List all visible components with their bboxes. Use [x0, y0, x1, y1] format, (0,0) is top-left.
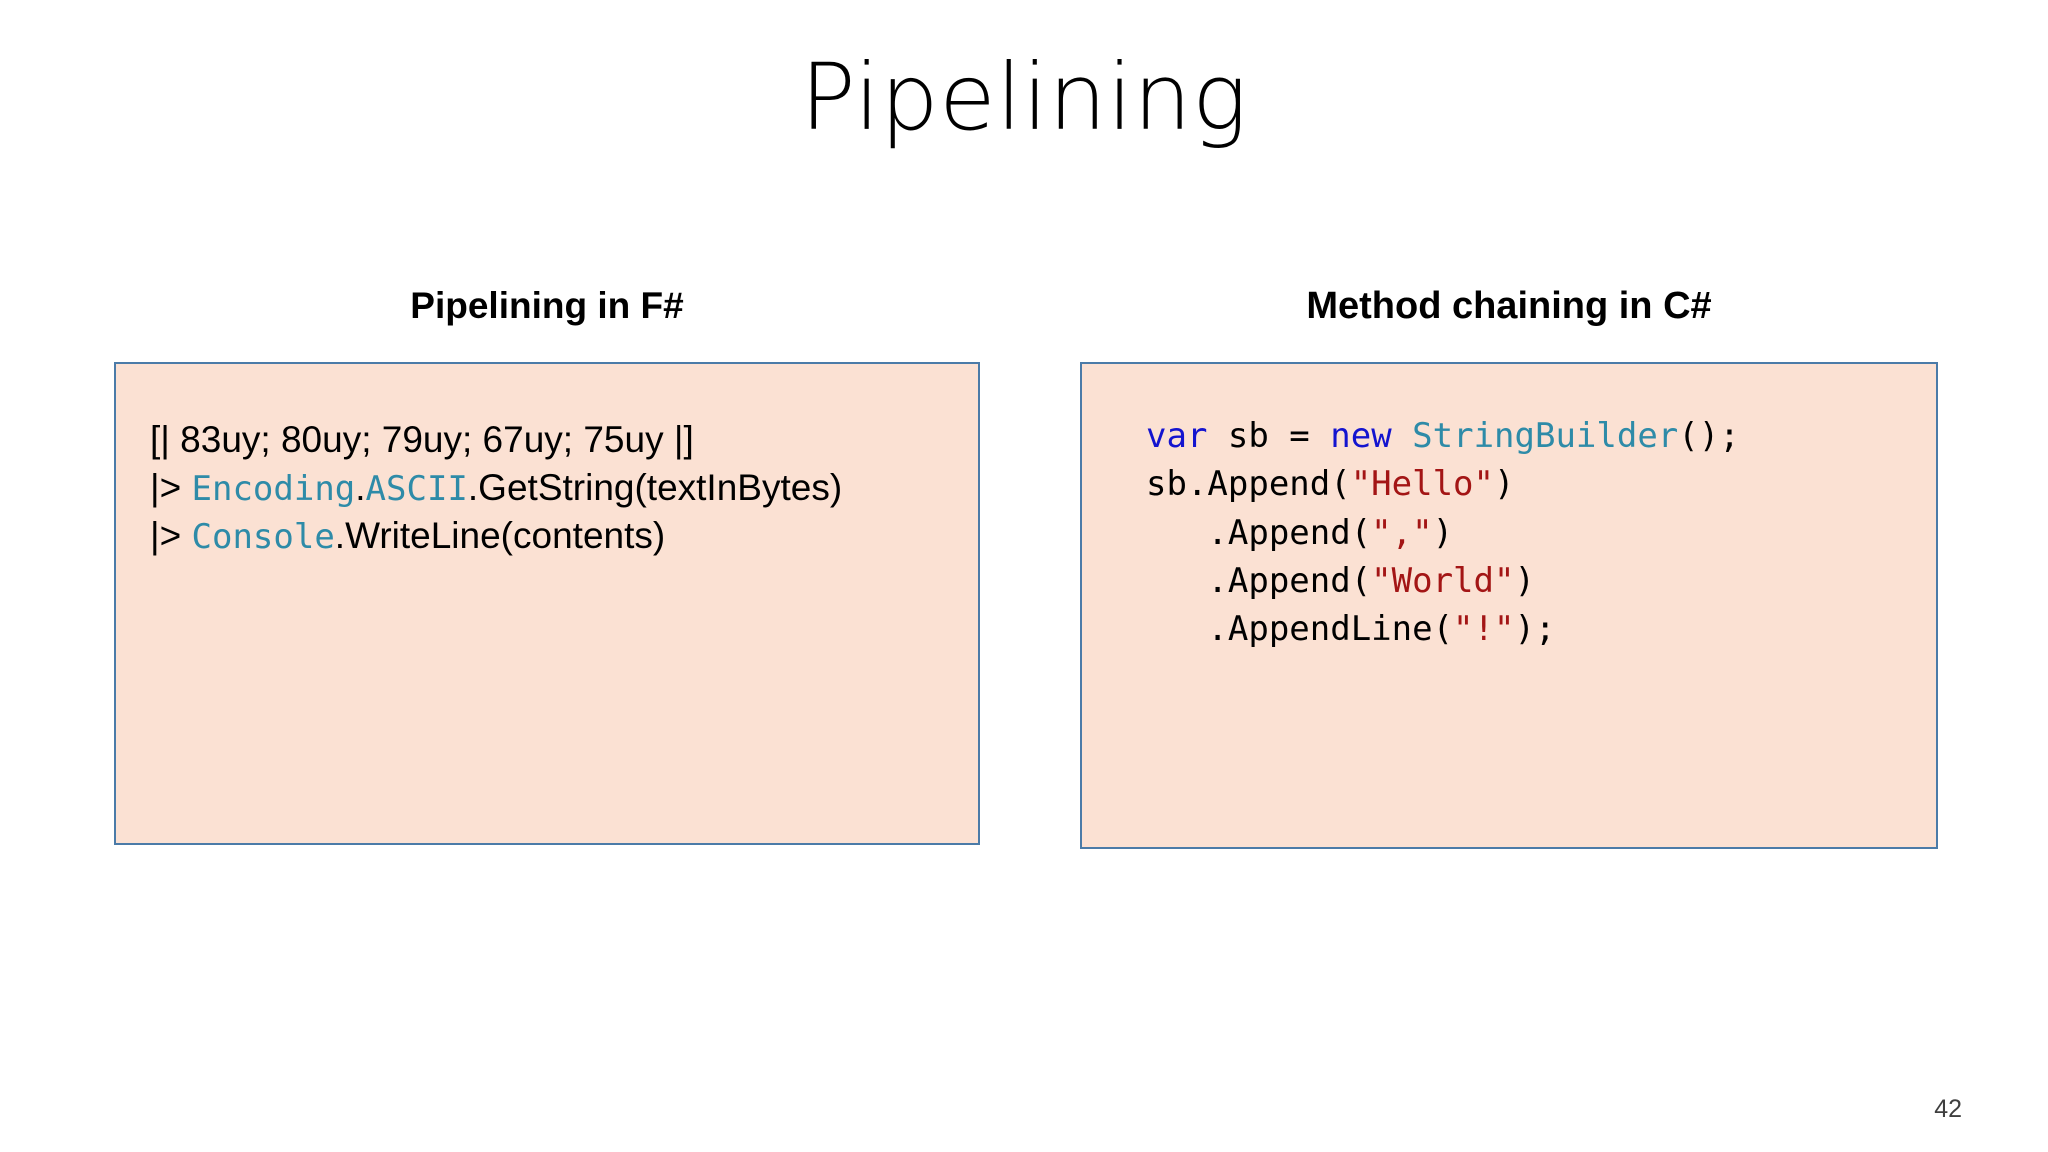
- code-token-string: "!": [1453, 609, 1515, 650]
- code-token-plain: ): [1514, 560, 1535, 601]
- code-token-plain: [1392, 416, 1412, 456]
- page-title: Pipelining: [800, 44, 1248, 151]
- code-token-plain: ): [1432, 512, 1454, 553]
- code-token-plain: sb =: [1207, 416, 1331, 456]
- code-token-plain: .Append(: [1146, 560, 1372, 601]
- code-box-csharp: var sb = new StringBuilder();sb.Append("…: [1080, 362, 1938, 849]
- code-token-plain: ();: [1678, 416, 1740, 456]
- code-token-plain: sb.Append(: [1146, 464, 1351, 505]
- code-token-plain: |>: [150, 515, 192, 557]
- code-block-fsharp: [| 83uy; 80uy; 79uy; 67uy; 75uy |]|> Enc…: [116, 364, 978, 560]
- code-token-keyword: new: [1330, 416, 1392, 456]
- code-token-type: Console: [191, 517, 335, 558]
- code-line: .AppendLine("!");: [1146, 605, 1936, 653]
- code-token-plain: ): [1494, 464, 1515, 505]
- panel-heading-csharp: Method chaining in C#: [1306, 285, 1712, 327]
- code-token-plain: .AppendLine(: [1146, 609, 1454, 650]
- code-token-string: "World": [1371, 560, 1515, 601]
- code-token-plain: .: [355, 467, 366, 509]
- code-token-type: StringBuilder: [1412, 416, 1679, 456]
- code-token-plain: [| 83uy; 80uy; 79uy; 67uy; 75uy |]: [150, 419, 694, 460]
- page-number: 42: [1934, 1095, 1962, 1123]
- panel-heading-fsharp: Pipelining in F#: [410, 285, 684, 326]
- code-token-string: ",": [1371, 512, 1433, 553]
- code-line: [| 83uy; 80uy; 79uy; 67uy; 75uy |]: [150, 416, 978, 464]
- code-token-string: "Hello": [1350, 464, 1494, 505]
- code-token-plain: |>: [150, 467, 192, 509]
- code-block-csharp: var sb = new StringBuilder();sb.Append("…: [1082, 364, 1936, 653]
- code-token-plain: .WriteLine(contents): [334, 515, 666, 557]
- code-token-keyword: var: [1146, 416, 1208, 456]
- code-line: sb.Append("Hello"): [1146, 460, 1936, 508]
- panel-fsharp: Pipelining in F# [| 83uy; 80uy; 79uy; 67…: [114, 285, 980, 845]
- code-line: |> Encoding.ASCII.GetString(textInBytes): [150, 464, 978, 512]
- code-token-type: ASCII: [365, 469, 468, 510]
- code-token-plain: .Append(: [1146, 512, 1372, 553]
- code-token-plain: .GetString(textInBytes): [467, 467, 843, 509]
- code-line: .Append("World"): [1146, 557, 1936, 605]
- code-line: |> Console.WriteLine(contents): [150, 512, 978, 560]
- code-line: .Append(","): [1146, 509, 1936, 557]
- code-box-fsharp: [| 83uy; 80uy; 79uy; 67uy; 75uy |]|> Enc…: [114, 362, 980, 845]
- code-line: var sb = new StringBuilder();: [1146, 412, 1936, 460]
- code-token-type: Encoding: [191, 469, 356, 510]
- panel-csharp: Method chaining in C# var sb = new Strin…: [1080, 285, 1938, 849]
- code-token-plain: );: [1514, 609, 1556, 650]
